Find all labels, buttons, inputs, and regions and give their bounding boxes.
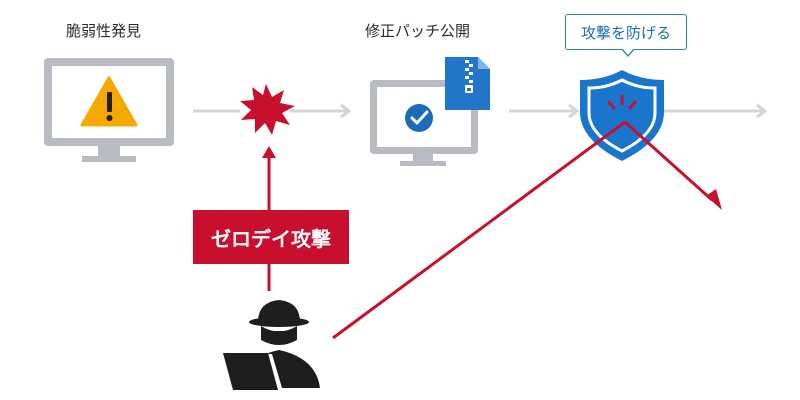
attack-path-to-shield <box>332 120 626 340</box>
attack-deflected-path <box>623 120 714 202</box>
explosion-icon <box>240 84 295 135</box>
step-label-patch-released: 修正パッチ公開 <box>365 22 471 40</box>
protected-callout: 攻撃を防げる <box>565 14 687 50</box>
hacker-icon <box>223 300 320 390</box>
attack-arrow-up-head <box>262 146 276 158</box>
timeline-arrowhead-3 <box>568 103 580 119</box>
zip-file-icon <box>445 57 490 110</box>
zero-day-attack-label: ゼロデイ攻撃 <box>193 210 349 264</box>
attack-deflected-head <box>706 189 722 210</box>
timeline <box>193 103 768 119</box>
timeline-arrowhead-2 <box>340 103 352 119</box>
step-label-vulnerability-found: 脆弱性発見 <box>66 22 142 40</box>
check-circle-icon <box>405 104 433 132</box>
timeline-arrowhead-4 <box>756 103 768 119</box>
warning-monitor-icon <box>44 58 174 162</box>
